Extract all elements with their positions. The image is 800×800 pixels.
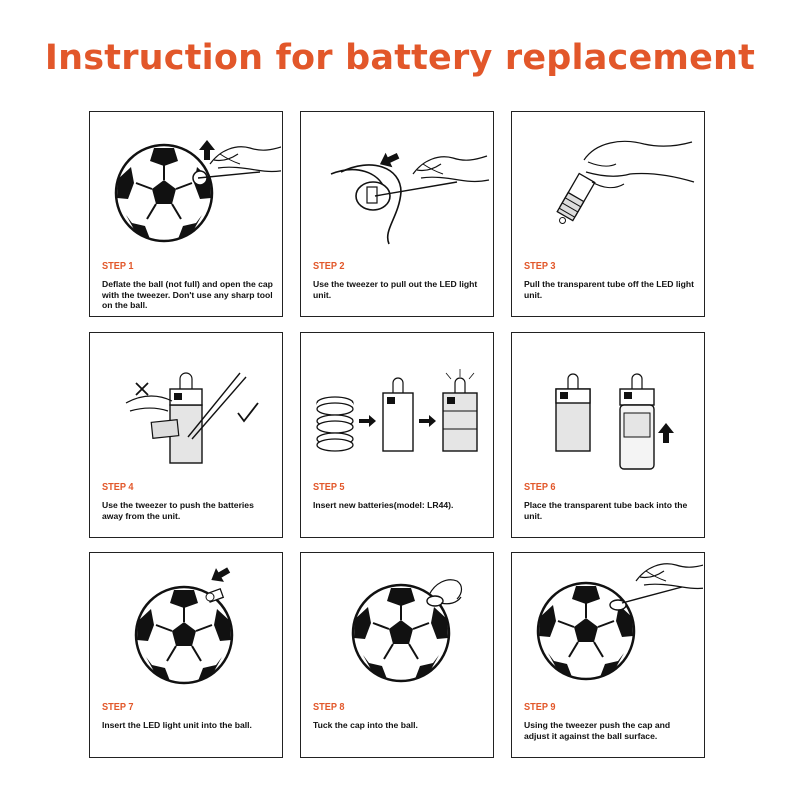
step-6-illustration <box>555 373 674 470</box>
step-3-illustration <box>556 140 695 224</box>
step-2-text: Use the tweezer to pull out the LED ligh… <box>313 279 478 300</box>
step-8-label: STEP 8 <box>313 702 345 713</box>
led-unit-icon <box>556 172 596 224</box>
cap-icon <box>426 595 444 607</box>
step-8-text: Tuck the cap into the ball. <box>313 720 418 730</box>
step-7-card: STEP 7 Insert the LED light unit into th… <box>89 552 283 758</box>
step-4-card: STEP 4 Use the tweezer to push the batte… <box>89 332 283 538</box>
arrow-up-icon <box>658 423 674 443</box>
step-6-label: STEP 6 <box>524 482 556 493</box>
step-8-illustration <box>351 579 463 683</box>
step-5-illustration <box>316 369 478 452</box>
step-4-text: Use the tweezer to push the batteries aw… <box>102 500 254 521</box>
step-7-text: Insert the LED light unit into the ball. <box>102 720 252 730</box>
led-unit-icon <box>366 186 378 204</box>
step-3-text: Pull the transparent tube off the LED li… <box>524 279 694 300</box>
step-1-illustration <box>114 140 281 243</box>
step-7-illustration <box>134 563 234 685</box>
arrow-icon <box>207 563 233 587</box>
arrow-up-icon <box>199 140 215 160</box>
step-3-label: STEP 3 <box>524 261 556 272</box>
step-2-illustration <box>330 148 490 245</box>
step-3-card: STEP 3 Pull the transparent tube off the… <box>511 111 705 317</box>
step-5-label: STEP 5 <box>313 482 345 493</box>
arrow-right-icon <box>419 415 436 427</box>
light-rays-icon <box>445 369 475 380</box>
step-1-label: STEP 1 <box>102 261 134 272</box>
step-9-text: Using the tweezer push the cap and adjus… <box>524 720 671 741</box>
step-6-card: STEP 6 Place the transparent tube back i… <box>511 332 705 538</box>
x-mark-icon <box>135 382 149 396</box>
step-2-card: STEP 2 Use the tweezer to pull out the L… <box>300 111 494 317</box>
step-9-illustration <box>536 562 703 681</box>
step-4-label: STEP 4 <box>102 482 134 493</box>
step-9-label: STEP 9 <box>524 702 556 713</box>
step-8-card: STEP 8 Tuck the cap into the ball. <box>300 552 494 758</box>
step-6-text: Place the transparent tube back into the… <box>524 500 688 521</box>
arrow-right-icon <box>359 415 376 427</box>
arrow-icon <box>376 148 402 172</box>
step-2-label: STEP 2 <box>313 261 345 272</box>
page-title: Instruction for battery replacement <box>44 38 756 78</box>
step-9-card: STEP 9 Using the tweezer push the cap an… <box>511 552 705 758</box>
step-5-card: STEP 5 Insert new batteries(model: LR44)… <box>300 332 494 538</box>
battery-icon <box>316 396 354 452</box>
cap-icon <box>609 599 627 611</box>
check-mark-icon <box>237 402 259 423</box>
step-5-text: Insert new batteries(model: LR44). <box>313 500 454 510</box>
step-7-label: STEP 7 <box>102 702 134 713</box>
step-4-illustration <box>125 372 259 464</box>
step-1-card: STEP 1 Deflate the ball (not full) and o… <box>89 111 283 317</box>
step-1-text: Deflate the ball (not full) and open the… <box>102 279 273 310</box>
